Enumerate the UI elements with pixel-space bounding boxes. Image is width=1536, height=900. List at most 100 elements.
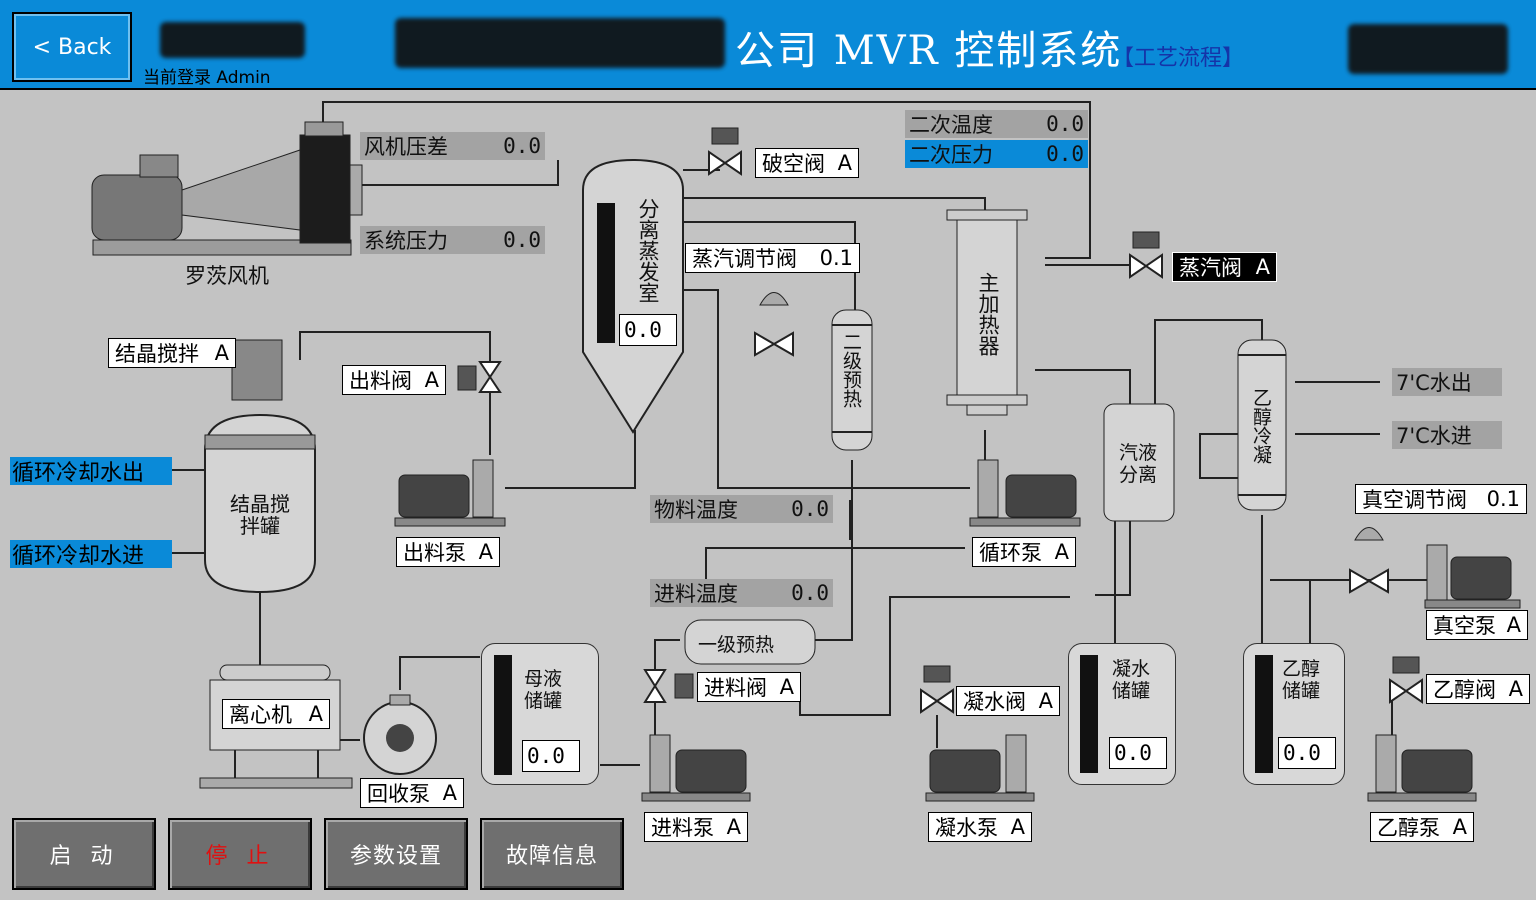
condensate-valve-status: A (1038, 689, 1053, 713)
steam-valve-status: A (1255, 255, 1270, 279)
ethanol-pump-status: A (1452, 815, 1467, 839)
feed-valve-label: 进料阀 (704, 676, 767, 700)
water-out-label: 7'C水出 (1392, 368, 1502, 396)
discharge-pump-box[interactable]: 出料泵 A (396, 537, 500, 567)
stop-button[interactable]: 停 止 (168, 818, 312, 890)
start-button[interactable]: 启 动 (12, 818, 156, 890)
fan-pressure-diff-readout: 风机压差 0.0 (360, 132, 545, 160)
secondary-pressure-label: 二次压力 (909, 143, 993, 167)
vacuum-regulating-valve-value: 0.1 (1486, 487, 1520, 511)
material-temp-readout: 物料温度 0.0 (650, 495, 833, 523)
steam-regulating-valve-value: 0.1 (819, 246, 853, 270)
roots-blower-label: 罗茨风机 (185, 264, 269, 288)
crystal-tank-label: 结晶搅拌罐 (230, 492, 290, 538)
redacted-datetime (1348, 24, 1508, 74)
ethanol-tank-label: 乙醇储罐 (1282, 658, 1321, 702)
recovery-pump-box[interactable]: 回收泵 A (360, 778, 464, 808)
condensate-pump-label: 凝水泵 (935, 816, 998, 840)
ethanol-valve-status: A (1508, 677, 1523, 701)
circulation-pump-label: 循环泵 (979, 541, 1042, 565)
fan-pressure-diff-label: 风机压差 (364, 135, 448, 159)
pipe-sep-to-condenser (1154, 319, 1263, 405)
vacuum-regulating-valve-box[interactable]: 真空调节阀 0.1 (1355, 484, 1527, 514)
discharge-valve-status: A (424, 368, 439, 392)
pump-condensate-icon (925, 734, 1035, 802)
steam-regulating-valve-box[interactable]: 蒸汽调节阀 0.1 (685, 243, 860, 273)
vacuum-pump-status: A (1506, 613, 1521, 637)
secondary-temp-readout: 二次温度 0.0 (905, 110, 1088, 138)
discharge-pump-label: 出料泵 (403, 541, 466, 565)
ethanol-pump-box[interactable]: 乙醇泵 A (1370, 812, 1474, 842)
fault-info-button[interactable]: 故障信息 (480, 818, 624, 890)
condensate-pump-box[interactable]: 凝水泵 A (928, 812, 1032, 842)
pump-circulation-icon (969, 459, 1081, 527)
secondary-temp-value: 0.0 (1046, 112, 1084, 136)
vacuum-break-valve-status: A (837, 151, 852, 175)
valve-feed-icon (643, 669, 667, 703)
pipe-separator-to-circ (683, 289, 970, 489)
circulation-pump-status: A (1054, 540, 1069, 564)
params-button[interactable]: 参数设置 (324, 818, 468, 890)
primary-preheat-label: 一级预热 (698, 634, 775, 656)
login-status: 当前登录 Admin (143, 68, 271, 88)
feed-temp-readout: 进料温度 0.0 (650, 579, 833, 607)
page-subtitle: 【工艺流程】 (1112, 46, 1245, 71)
crystal-stir-label: 结晶搅拌 (115, 342, 199, 366)
ethanol-condenser-label: 乙醇冷凝 (1250, 388, 1272, 464)
mother-liquor-level-bar (494, 655, 512, 775)
vacuum-break-valve-box[interactable]: 破空阀 A (755, 148, 859, 178)
ethanol-condenser-icon (1237, 339, 1287, 511)
feed-pump-status: A (726, 815, 741, 839)
back-button[interactable]: < Back (12, 12, 132, 82)
discharge-valve-box[interactable]: 出料阀 A (342, 365, 446, 395)
separator-level-bar (597, 203, 615, 343)
crystal-stir-box[interactable]: 结晶搅拌 A (108, 338, 236, 368)
page-title: 公司 MVR 控制系统 (735, 28, 1123, 74)
feed-temp-value: 0.0 (791, 581, 829, 605)
centrifuge-box[interactable]: 离心机 A (222, 699, 330, 729)
material-temp-label: 物料温度 (654, 498, 738, 522)
feed-temp-label: 进料温度 (654, 582, 738, 606)
circulation-pump-box[interactable]: 循环泵 A (972, 537, 1076, 567)
vapor-liquid-sep-label: 汽液分离 (1118, 442, 1157, 486)
ethanol-level-bar (1255, 655, 1273, 773)
condensate-level-value: 0.0 (1109, 737, 1167, 769)
main-heater-label: 主加热器 (976, 272, 1000, 356)
pump-ethanol-icon (1367, 734, 1477, 802)
pump-vacuum-icon (1424, 544, 1521, 609)
recovery-pump-label: 回收泵 (367, 782, 430, 806)
condensate-level-bar (1080, 655, 1098, 773)
pump-feed-icon (641, 734, 751, 802)
water-out-text: 7'C水出 (1396, 371, 1472, 395)
pipe-heater-to-sep (1035, 369, 1131, 405)
feed-pump-box[interactable]: 进料泵 A (644, 812, 748, 842)
feed-valve-box[interactable]: 进料阀 A (697, 672, 801, 702)
secondary-pressure-readout: 二次压力 0.0 (905, 140, 1088, 168)
condensate-valve-box[interactable]: 凝水阀 A (956, 686, 1060, 716)
system-pressure-label: 系统压力 (364, 229, 448, 253)
water-in-label: 7'C水进 (1392, 421, 1502, 449)
ethanol-valve-box[interactable]: 乙醇阀 A (1426, 674, 1530, 704)
valve-ethanol-icon (1389, 678, 1423, 704)
roots-blower-icon (91, 121, 363, 256)
valve-condensate-icon (920, 688, 954, 714)
ethanol-level-value: 0.0 (1278, 737, 1336, 769)
steam-valve-box[interactable]: 蒸汽阀 A (1172, 252, 1277, 282)
pipe-separator-to-discharge (505, 430, 636, 489)
valve-vacuum-regulating-icon (1349, 568, 1389, 594)
separator-level-value: 0.0 (619, 314, 677, 346)
system-pressure-readout: 系统压力 0.0 (360, 226, 545, 254)
ethanol-valve-label: 乙醇阀 (1433, 678, 1496, 702)
vacuum-pump-box[interactable]: 真空泵 A (1426, 610, 1528, 640)
recovery-pump-icon (363, 694, 437, 775)
crystal-stir-status: A (214, 341, 229, 365)
condensate-tank-label: 凝水储罐 (1112, 658, 1151, 702)
valve-steam-icon (1129, 253, 1163, 279)
vacuum-regulating-valve-label: 真空调节阀 (1362, 488, 1467, 512)
discharge-valve-label: 出料阀 (349, 369, 412, 393)
pipe-blower-to-separator (360, 160, 559, 186)
pump-discharge-icon (394, 459, 506, 527)
vacuum-break-valve-label: 破空阀 (762, 152, 825, 176)
cooling-water-out-label: 循环冷却水出 (10, 457, 172, 486)
crystal-tank-icon (204, 339, 316, 594)
